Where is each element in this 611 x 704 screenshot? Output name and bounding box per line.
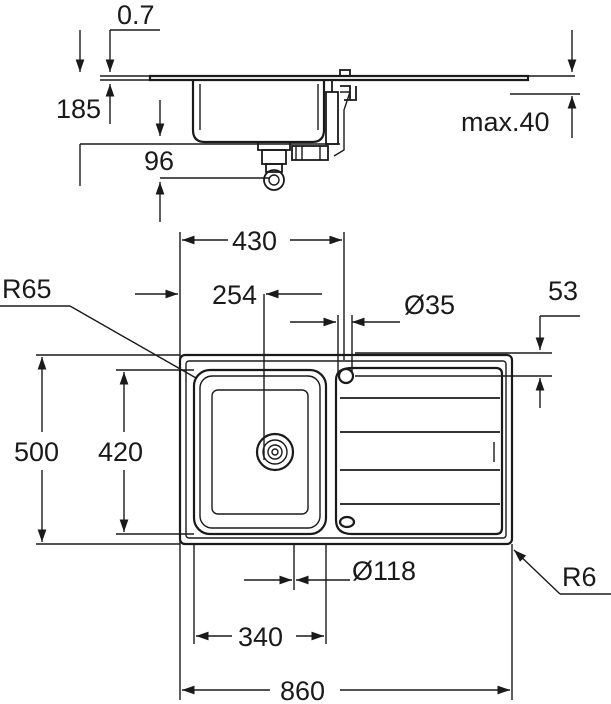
dim-overall-depth: 500 — [14, 437, 59, 467]
dim-waste-diameter: Ø118 — [352, 556, 416, 586]
top-drainer — [334, 366, 504, 536]
side-view — [75, 29, 580, 222]
dim-tap-offset: 53 — [548, 276, 578, 306]
side-overflow — [325, 91, 339, 145]
dim-max-thickness: max.40 — [461, 107, 550, 137]
top-tap-hole — [337, 367, 355, 385]
dim-tap-hole: Ø35 — [404, 290, 455, 320]
top-bowl — [192, 368, 328, 536]
top-drain — [255, 432, 295, 472]
dim-depth: 185 — [56, 94, 101, 124]
dim-bowl-width: 430 — [232, 226, 277, 256]
dim-corner-radius-outer: R6 — [562, 562, 597, 592]
top-overflow — [338, 515, 356, 529]
side-bowl — [191, 80, 326, 144]
dim-drain-offset-top: 254 — [212, 280, 257, 310]
dim-drain-offset-side: 96 — [144, 146, 174, 176]
dim-thickness: 0.7 — [117, 0, 155, 30]
dim-corner-radius-bowl: R65 — [2, 274, 52, 304]
dim-overall-width: 860 — [280, 676, 325, 704]
dim-bowl-inner-width: 340 — [238, 622, 283, 652]
side-rim — [148, 74, 530, 82]
top-view — [0, 232, 611, 700]
dim-bowl-depth: 420 — [98, 437, 143, 467]
